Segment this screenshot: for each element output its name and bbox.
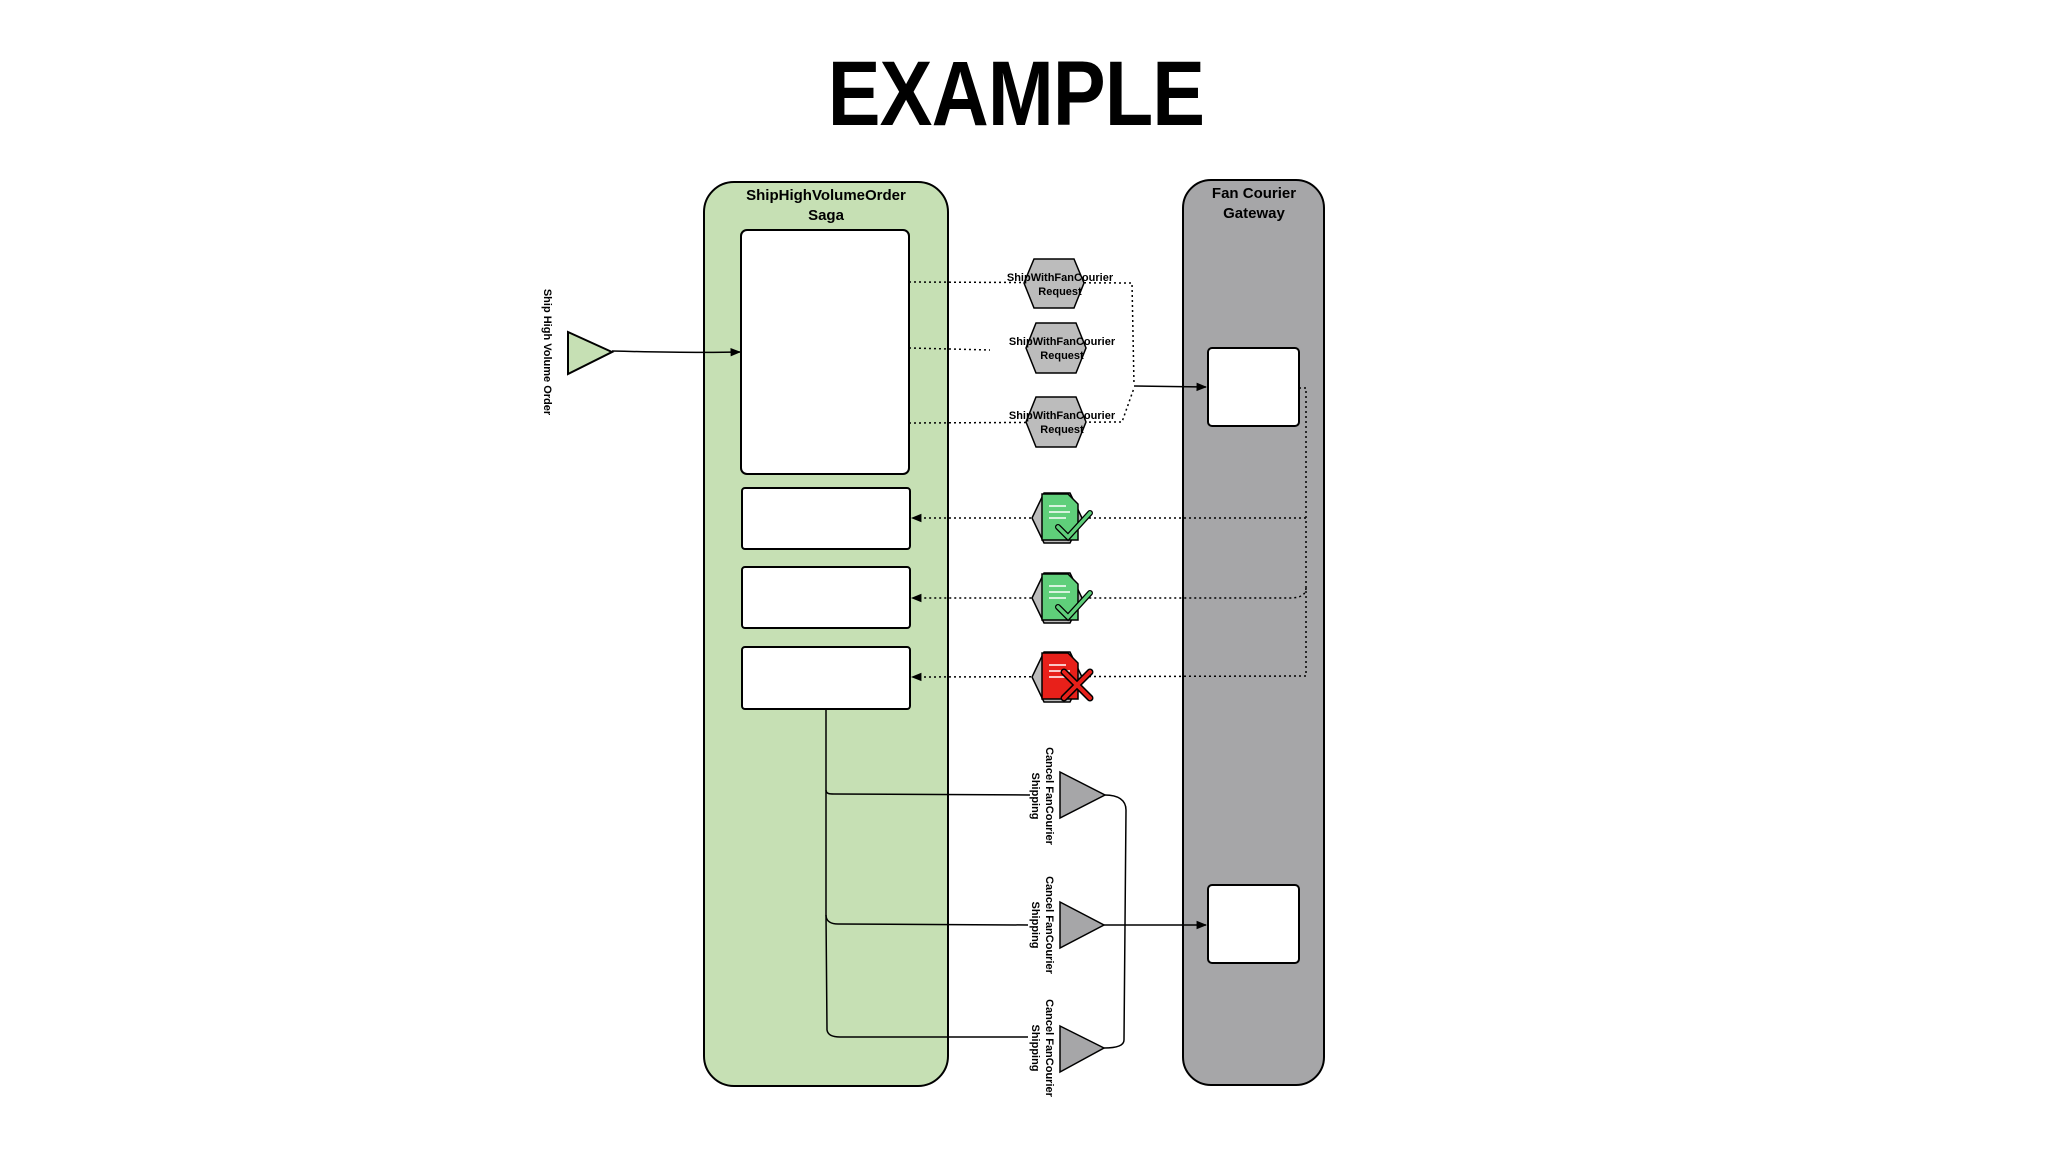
gateway-lane-title: Fan Courier [1212, 185, 1296, 202]
request-message: ShipWithFanCourier Request [1009, 396, 1116, 448]
saga-lane-subtitle: Saga [808, 207, 845, 224]
saga-start-handler-box [740, 229, 910, 475]
request-connectors [908, 281, 1208, 424]
request-label-line2: Request [1040, 424, 1084, 436]
trigger-connector [611, 348, 742, 357]
triangle-event-icon [567, 330, 615, 376]
response-success [1031, 492, 1093, 544]
hexagon-message-icon [1025, 322, 1087, 374]
request-label-line1: ShipWithFanCourier [1007, 272, 1114, 284]
cancel-command: Cancel FanCourier Shipping [1029, 747, 1107, 846]
cancel-command: Cancel FanCourier Shipping [1029, 999, 1106, 1098]
triangle-command-icon [1059, 770, 1107, 820]
request-label-line2: Request [1038, 286, 1082, 298]
saga-failure-handler-box [741, 646, 911, 710]
response-connectors [910, 387, 1307, 682]
request-label-line2: Request [1040, 350, 1084, 362]
trigger-label: Ship High Volume Order [541, 289, 553, 416]
cancel-label-line1: Cancel FanCourier [1043, 876, 1055, 975]
trigger-event: Ship High Volume Order [541, 289, 615, 416]
cancel-label-line2: Shipping [1029, 1024, 1041, 1071]
request-label-line1: ShipWithFanCourier [1009, 410, 1116, 422]
hexagon-message-icon [1025, 396, 1087, 448]
gateway-lane-subtitle: Gateway [1223, 205, 1285, 222]
saga-response-handler-box [741, 487, 911, 550]
gateway-cancel-handler-box [1207, 884, 1300, 964]
gateway-ship-handler-box [1207, 347, 1300, 427]
page-title: EXAMPLE [827, 43, 1205, 145]
cancel-command: Cancel FanCourier Shipping [1029, 876, 1106, 975]
hexagon-message-icon [1023, 258, 1085, 309]
saga-lane-title: ShipHighVolumeOrder [746, 187, 906, 204]
cancel-label-line1: Cancel FanCourier [1043, 999, 1055, 1098]
response-failure [1031, 651, 1094, 703]
request-message: ShipWithFanCourier Request [1007, 258, 1114, 309]
cancel-label-line2: Shipping [1029, 901, 1041, 948]
request-message: ShipWithFanCourier Request [1009, 322, 1116, 374]
triangle-command-icon [1059, 900, 1106, 950]
saga-response-handler-box [741, 566, 911, 629]
triangle-command-icon [1059, 1024, 1106, 1074]
cancel-connectors [825, 709, 1208, 1049]
request-label-line1: ShipWithFanCourier [1009, 336, 1116, 348]
cancel-label-line2: Shipping [1029, 772, 1041, 819]
cancel-label-line1: Cancel FanCourier [1043, 747, 1055, 846]
response-success [1031, 572, 1093, 624]
